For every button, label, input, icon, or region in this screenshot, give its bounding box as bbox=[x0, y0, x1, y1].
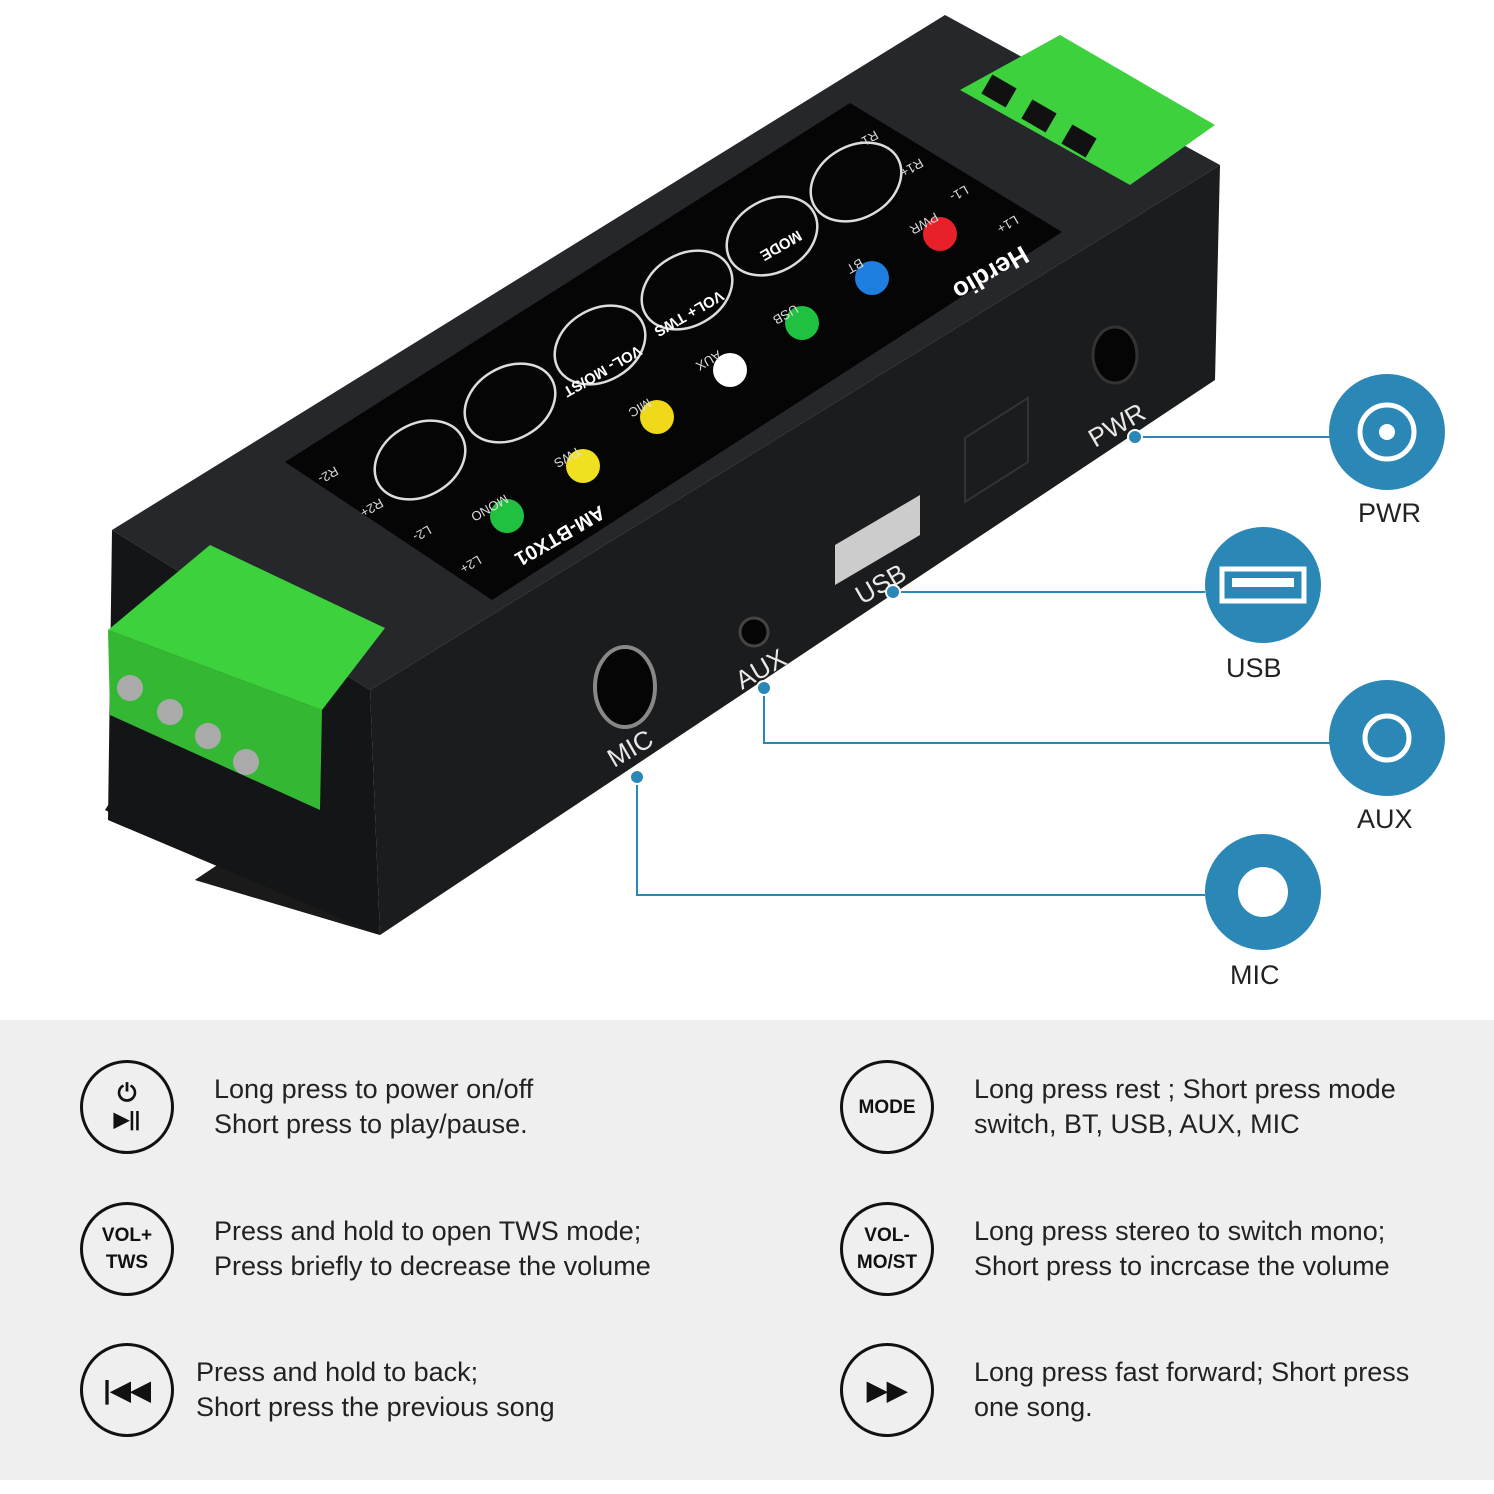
led-label-bt: BT bbox=[844, 255, 866, 276]
legend-item-next: ▶▶ Long press fast forward; Short press … bbox=[840, 1343, 1409, 1437]
usb-port-icon bbox=[1205, 527, 1321, 643]
next-button bbox=[463, 362, 557, 444]
housing-front bbox=[370, 165, 1220, 935]
vol-plus-button bbox=[640, 249, 734, 331]
mode-glyph: MODE bbox=[858, 1096, 916, 1118]
legend-line: switch, BT, USB, AUX, MIC bbox=[974, 1109, 1300, 1139]
button-legend: ⏻ ▶|| Long press to power on/off Short p… bbox=[0, 1020, 1494, 1480]
led-aux bbox=[713, 353, 747, 387]
vol-minus-button bbox=[553, 304, 647, 386]
led-usb bbox=[785, 306, 819, 340]
button-recess bbox=[964, 396, 1029, 504]
legend-line: Long press rest ; Short press mode bbox=[974, 1074, 1396, 1104]
legend-description: Long press fast forward; Short press one… bbox=[974, 1355, 1409, 1425]
vol-plus-tws-button: VOL+ TWS bbox=[80, 1202, 174, 1296]
legend-description: Press and hold to back; Short press the … bbox=[196, 1355, 555, 1425]
led-mic bbox=[640, 400, 674, 434]
next-glyph: ▶▶ bbox=[867, 1374, 907, 1405]
next-track-icon: ▶▶ bbox=[840, 1343, 934, 1437]
legend-line: Long press fast forward; Short press bbox=[974, 1357, 1410, 1387]
legend-line: Press and hold to back; bbox=[196, 1357, 479, 1387]
legend-line: Long press to power on/off bbox=[214, 1074, 534, 1104]
legend-line: one song. bbox=[974, 1392, 1093, 1422]
legend-line: Short press to incrcase the volume bbox=[974, 1251, 1390, 1281]
legend-description: Long press to power on/off Short press t… bbox=[214, 1072, 533, 1142]
legend-description: Press and hold to open TWS mode; Press b… bbox=[214, 1214, 651, 1284]
callout-label-mic: MIC bbox=[1230, 960, 1280, 990]
usb-port bbox=[835, 495, 920, 585]
legend-item-vol-minus: VOL- MO/ST Long press stereo to switch m… bbox=[840, 1202, 1390, 1296]
indicator-leds bbox=[490, 217, 957, 533]
previous-glyph: |◀◀ bbox=[103, 1374, 151, 1405]
legend-item-vol-plus: VOL+ TWS Press and hold to open TWS mode… bbox=[80, 1202, 651, 1296]
led-tws bbox=[566, 449, 600, 483]
product-illustration: MODE VOL+ TWS VOL- MO/ST PWR BT USB AUX … bbox=[105, 15, 1445, 950]
power-button bbox=[809, 141, 903, 223]
legend-line: Long press stereo to switch mono; bbox=[974, 1216, 1386, 1246]
legend-line: Short press to play/pause. bbox=[214, 1109, 528, 1139]
dc-jack-port bbox=[1091, 325, 1139, 385]
dc-jack-icon bbox=[1329, 374, 1445, 490]
control-panel bbox=[285, 103, 1062, 600]
prev-button bbox=[373, 419, 467, 501]
terminal-block-right bbox=[960, 35, 1215, 185]
terminal-block-left bbox=[108, 545, 385, 810]
power-glyph: ⏻ bbox=[117, 1080, 137, 1107]
vol-minus-glyph: VOL- bbox=[864, 1225, 910, 1246]
legend-item-mode: MODE Long press rest ; Short press mode … bbox=[840, 1060, 1396, 1154]
callout-label-usb: USB bbox=[1226, 653, 1282, 683]
callout-label-aux: AUX bbox=[1357, 804, 1413, 834]
most-glyph: MO/ST bbox=[856, 1252, 918, 1273]
mode-button-device bbox=[725, 195, 819, 277]
led-pwr bbox=[923, 217, 957, 251]
led-mono bbox=[490, 499, 524, 533]
mode-button: MODE bbox=[840, 1060, 934, 1154]
vol-minus-most-button: VOL- MO/ST bbox=[840, 1202, 934, 1296]
previous-track-icon: |◀◀ bbox=[80, 1343, 174, 1437]
legend-line: Press briefly to decrease the volume bbox=[214, 1251, 651, 1281]
callout-label-pwr: PWR bbox=[1358, 498, 1421, 528]
aux-port bbox=[738, 616, 770, 648]
led-bt bbox=[855, 261, 889, 295]
panel-buttons bbox=[373, 141, 903, 501]
callout-lines bbox=[636, 436, 1330, 896]
legend-line: Short press the previous song bbox=[196, 1392, 555, 1422]
power-play-pause-icon: ⏻ ▶|| bbox=[80, 1060, 174, 1154]
vol-plus-glyph: VOL+ bbox=[101, 1225, 153, 1246]
legend-description: Long press stereo to switch mono; Short … bbox=[974, 1214, 1390, 1284]
mic-jack-icon bbox=[1205, 834, 1321, 950]
legend-item-power: ⏻ ▶|| Long press to power on/off Short p… bbox=[80, 1060, 533, 1154]
tws-glyph: TWS bbox=[105, 1252, 149, 1273]
play-pause-glyph: ▶|| bbox=[113, 1109, 141, 1131]
legend-item-previous: |◀◀ Press and hold to back; Short press … bbox=[80, 1343, 555, 1437]
aux-jack-icon bbox=[1329, 680, 1445, 796]
mic-port bbox=[593, 645, 657, 729]
legend-line: Press and hold to open TWS mode; bbox=[214, 1216, 642, 1246]
legend-description: Long press rest ; Short press mode switc… bbox=[974, 1072, 1396, 1142]
